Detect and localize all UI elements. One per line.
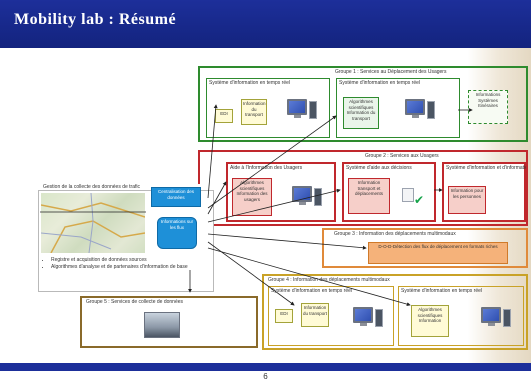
group2-sub2-title: Système d'aide aux décisions	[346, 165, 412, 171]
group1-itinerary-box: Informations Systèmes Itinéraires	[468, 90, 508, 124]
group1-sub2-title: Système d'information en temps réel	[339, 80, 420, 86]
slide-title: Mobility lab : Résumé	[14, 11, 177, 28]
map-bullets: Registre et acquisition de données sourc…	[41, 257, 221, 270]
group4-info-box: Information du transport	[301, 303, 329, 327]
group3-detection-box: D-O-D-Détection des flux de déplacement …	[368, 242, 508, 264]
group2-transport-box: Information transport et déplacements	[348, 178, 390, 214]
monitor-icon	[353, 307, 373, 326]
group1-title: Groupe 1 : Services au Déplacement des U…	[335, 69, 447, 75]
computer-tower-icon	[427, 101, 435, 119]
group1-sub1: Système d'information en temps réel EDI …	[206, 78, 330, 138]
group4-title: Groupe 4 : Information des déplacements …	[268, 277, 390, 283]
map-stack-box: Centralisation des données	[151, 187, 201, 207]
group5-panel: Groupe 5 : Services de collecte de donné…	[80, 296, 258, 348]
monitor-icon	[405, 99, 425, 118]
map-image	[41, 193, 145, 253]
group1-panel: Groupe 1 : Services au Déplacement des U…	[198, 66, 528, 142]
group2-panel: Groupe 2 : Services aux Usagers Aide à l…	[198, 150, 528, 226]
group1-info-box: Information du transport	[241, 99, 267, 125]
computer-tower-icon	[375, 309, 383, 327]
computer-tower-icon	[503, 309, 511, 327]
group4-edi-box: EDI	[275, 309, 293, 323]
map-caption: Gestion de la collecte des données de tr…	[43, 184, 213, 190]
map-panel: Gestion de la collecte des données de tr…	[38, 184, 214, 292]
group1-edi-box: EDI	[215, 109, 233, 123]
arrow-db-to-group2	[207, 181, 227, 215]
computer-tower-icon	[314, 188, 322, 206]
group4-algo-box: Algorithmes scientifiques Information	[411, 305, 449, 337]
group2-sub1: Aide à l'Information des Usagers Algorit…	[226, 162, 336, 222]
check-icon: ✔	[414, 193, 425, 207]
map-bullet-2: Algorithmes d'analyse et de partenaires …	[51, 264, 221, 271]
map-bullet-1: Registre et acquisition de données sourc…	[51, 257, 221, 264]
arrow-db-to-group2b	[207, 188, 341, 223]
footer-bar	[0, 363, 531, 371]
footer	[0, 371, 531, 387]
document-icon	[402, 188, 414, 202]
page-number: 6	[263, 372, 268, 381]
group3-title: Groupe 3 : Information des déplacements …	[334, 231, 456, 237]
group4-sub1: Système d'information en temps réel EDI …	[268, 286, 394, 346]
group2-sub1-title: Aide à l'Information des Usagers	[230, 165, 303, 171]
group4-panel: Groupe 4 : Information des déplacements …	[262, 274, 528, 350]
group2-algo-box: Algorithmes scientifiques Information de…	[232, 178, 272, 216]
group4-sub2-title: Système d'information en temps réel	[401, 288, 482, 294]
group2-sub3-title: Système d'information et d'information a…	[446, 165, 526, 171]
vehicle-photo	[144, 312, 180, 338]
monitor-icon	[287, 99, 307, 118]
group3-panel: Groupe 3 : Information des déplacements …	[322, 228, 528, 268]
group1-sub1-title: Système d'information en temps réel	[209, 80, 290, 86]
map-db-box: Informations sur les flux	[157, 217, 197, 249]
group1-algo-box: Algorithmes scientifiques Information du…	[343, 97, 379, 129]
monitor-icon	[481, 307, 501, 326]
group4-sub2: Système d'information en temps réel Algo…	[398, 286, 524, 346]
computer-tower-icon	[309, 101, 317, 119]
slide-header: Mobility lab : Résumé	[0, 0, 531, 48]
arrow-db-to-group3	[207, 233, 367, 250]
group4-sub1-title: Système d'information en temps réel	[271, 288, 352, 294]
arrow-db-to-group1b	[207, 115, 337, 209]
group5-title: Groupe 5 : Services de collecte de donné…	[86, 299, 184, 305]
group2-persons-box: Information pour les personnes	[448, 186, 486, 214]
group2-sub2: Système d'aide aux décisions Information…	[342, 162, 436, 222]
group2-title: Groupe 2 : Services aux Usagers	[365, 153, 439, 159]
arrow-db-to-group4	[207, 241, 295, 306]
arrow-db-to-group4b	[207, 247, 411, 307]
arrow-db-to-group1	[207, 104, 218, 199]
group1-sub2: Système d'information en temps réel Algo…	[336, 78, 460, 138]
group2-sub3: Système d'information et d'information a…	[442, 162, 526, 222]
